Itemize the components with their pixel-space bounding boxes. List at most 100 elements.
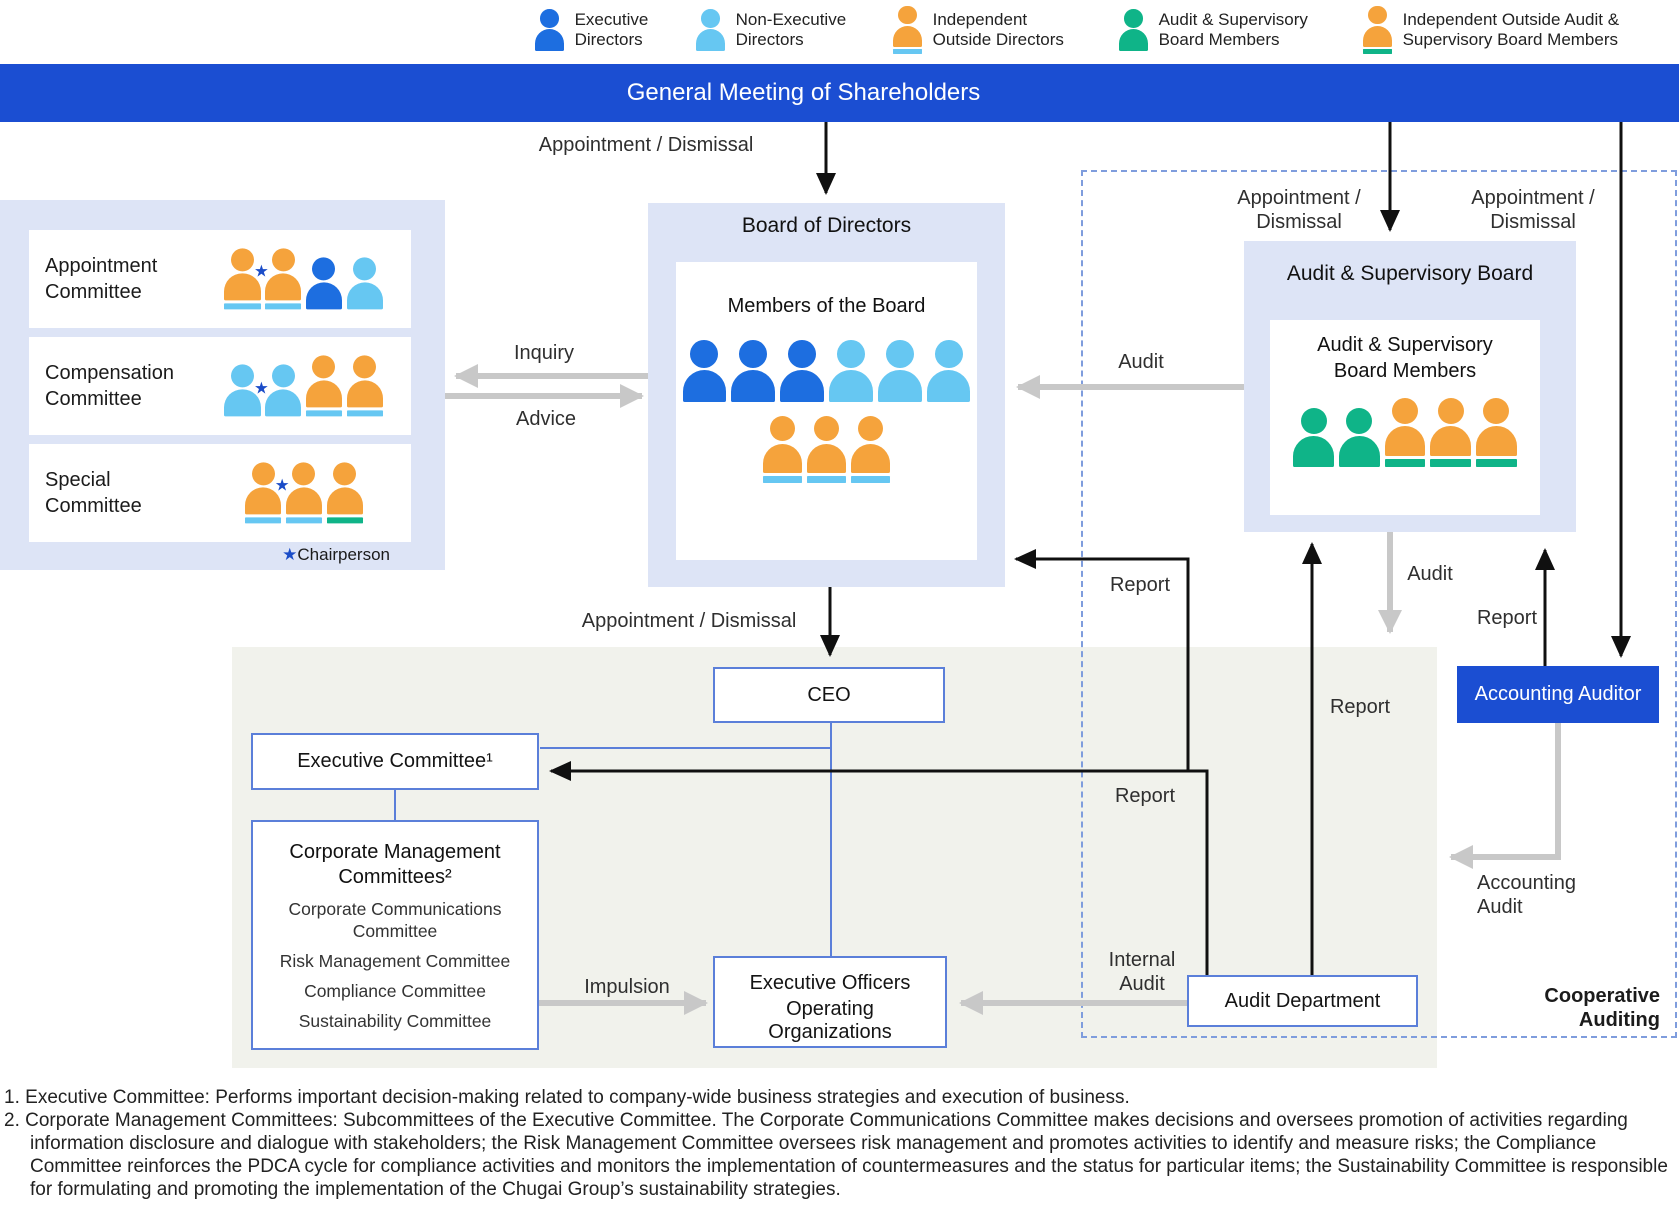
legend-item-independent-outside-audit-members: Independent Outside Audit &Supervisory B… — [1361, 4, 1619, 56]
executive-director-icon — [533, 9, 566, 51]
footnotes: 1. Executive Committee: Performs importa… — [4, 1086, 1672, 1201]
person-icon-orange-green-stripe — [1430, 398, 1471, 467]
person-icon-orange-lightblue-stripe — [892, 5, 922, 55]
legend-label: Independent Outside Audit & — [1402, 10, 1620, 29]
audit-department-box: Audit Department — [1187, 975, 1418, 1027]
audit-supervisory-member-icon — [1117, 9, 1150, 51]
person-icon-orange-lightblue-stripe — [762, 416, 803, 483]
legend-label: Non-Executive — [735, 10, 847, 29]
ceo-box: CEO — [713, 667, 945, 723]
appointment-dismissal-label-ceo: Appointment / Dismissal — [581, 610, 797, 632]
report-label-auditor: Report — [1476, 607, 1538, 629]
board-directors-icons-row1 — [676, 340, 977, 403]
committee-title: Compensation — [45, 362, 174, 384]
report-label-exec-committee: Report — [1114, 785, 1176, 807]
report-label-board: Report — [1109, 574, 1171, 596]
chairperson-star-icon: ★ — [254, 379, 269, 398]
person-icon-orange-lightblue-stripe: ★ — [224, 248, 269, 310]
person-icon-lightblue — [695, 9, 725, 51]
person-icon-orange-lightblue-stripe — [265, 248, 302, 310]
person-icon-orange-lightblue-stripe — [346, 355, 383, 417]
footnote-2: 2. Corporate Management Committees: Subc… — [4, 1110, 1668, 1200]
report-label-asb: Report — [1329, 696, 1391, 718]
board-of-directors-title: Board of Directors — [741, 214, 912, 237]
chairperson-star-icon: ★ — [254, 262, 269, 281]
legend-label: Executive — [574, 10, 649, 29]
special-committee-members-icons: ★ — [243, 462, 365, 524]
committee-title: Appointment — [45, 255, 158, 277]
impulsion-label: Impulsion — [584, 976, 670, 998]
person-icon-blue — [731, 340, 775, 403]
person-icon-lightblue — [829, 340, 873, 403]
person-icon-blue — [305, 257, 342, 310]
person-icon-lightblue — [926, 340, 971, 403]
committee-title: Special — [45, 469, 111, 491]
cmc-item: Risk Management Committee — [279, 951, 511, 971]
footnote-1: 1. Executive Committee: Performs importa… — [4, 1087, 1130, 1108]
person-icon-orange-lightblue-stripe — [305, 355, 342, 417]
person-icon-blue — [534, 9, 564, 51]
person-icon-lightblue — [346, 257, 383, 310]
members-of-the-board-title: Members of the Board — [727, 295, 926, 317]
person-icon-orange-lightblue-stripe — [806, 416, 847, 483]
appointment-committee-members-icons: ★ — [222, 248, 385, 310]
banner-title: General Meeting of Shareholders — [626, 79, 981, 106]
members-of-the-board-box: Members of the Board — [676, 262, 977, 560]
cmc-item: Corporate Communications Committee — [288, 899, 502, 941]
executive-officers-box: Executive Officers Operating Organizatio… — [713, 956, 947, 1048]
person-icon-orange-green-stripe — [1384, 398, 1426, 467]
independent-outside-director-icon — [891, 5, 924, 55]
audit-label-board: Audit — [1118, 351, 1164, 373]
compensation-committee-members-icons: ★ — [222, 355, 385, 417]
advice-label: Advice — [515, 408, 577, 430]
legend-label: Audit & Supervisory — [1158, 10, 1308, 29]
appointment-dismissal-label-asb: Appointment /Dismissal — [1237, 187, 1361, 233]
legend-label: Independent — [932, 10, 1028, 29]
cmc-item: Sustainability Committee — [298, 1011, 492, 1031]
general-meeting-banner: General Meeting of Shareholders — [0, 64, 1679, 122]
person-icon-lightblue — [878, 340, 922, 403]
person-icon-orange-lightblue-stripe — [850, 416, 891, 483]
person-icon-green — [1293, 408, 1335, 467]
accounting-auditor-box: Accounting Auditor — [1457, 666, 1659, 723]
audit-supervisory-board-title: Audit & Supervisory Board — [1286, 262, 1534, 285]
board-directors-icons-row2 — [676, 416, 977, 483]
appointment-dismissal-label-auditor: Appointment /Dismissal — [1471, 187, 1595, 233]
inquiry-label: Inquiry — [513, 342, 575, 364]
cmc-item: Compliance Committee — [304, 981, 486, 1001]
person-icon-orange-lightblue-stripe — [285, 462, 322, 524]
person-icon-blue — [682, 340, 727, 403]
person-icon-orange-green-stripe — [1362, 5, 1392, 55]
chairperson-star-icon: ★ — [282, 545, 298, 564]
person-icon-lightblue — [265, 364, 302, 417]
person-icon-green — [1118, 9, 1148, 51]
person-icon-orange-lightblue-stripe: ★ — [245, 462, 289, 524]
executive-committee-box: Executive Committee¹ — [251, 733, 539, 790]
person-icon-blue — [780, 340, 824, 403]
person-icon-green — [1339, 408, 1380, 467]
audit-label-down: Audit — [1407, 563, 1453, 585]
person-icon-lightblue: ★ — [224, 364, 269, 417]
non-executive-director-icon — [694, 9, 727, 51]
person-icon-orange-green-stripe — [326, 462, 363, 524]
chairperson-note: ★Chairperson — [282, 545, 390, 564]
chairperson-star-icon: ★ — [274, 476, 290, 495]
asb-members-icons — [1270, 398, 1540, 467]
appointment-dismissal-label-top: Appointment / Dismissal — [538, 134, 754, 156]
